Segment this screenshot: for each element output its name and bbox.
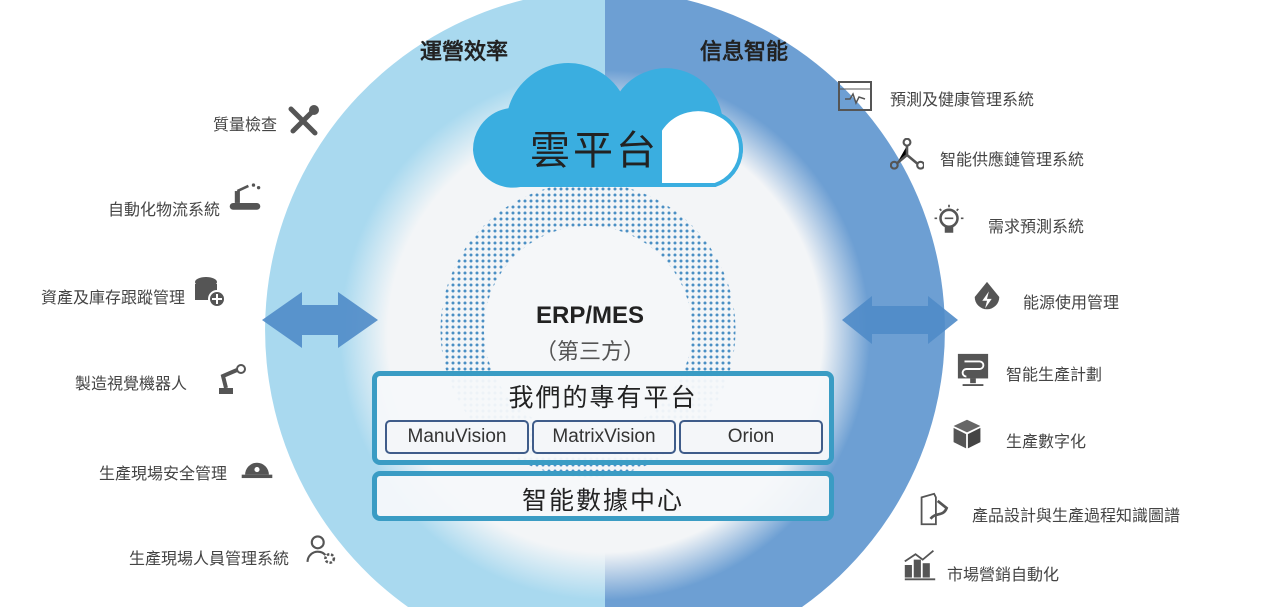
left-double-arrow bbox=[262, 292, 378, 348]
monitor-waveform-icon bbox=[838, 81, 872, 111]
right-item-production-planning: 智能生產計劃 bbox=[1006, 365, 1103, 384]
erp-mes-subtitle: （第三方） bbox=[534, 340, 645, 365]
cloud-platform-label: 雲平台 bbox=[530, 128, 659, 174]
right-item-prognostics-health: 預測及健康管理系統 bbox=[890, 90, 1035, 109]
network-nodes-icon bbox=[890, 138, 924, 170]
left-item-asset-inventory: 資產及庫存跟蹤管理 bbox=[40, 288, 185, 307]
cube-icon bbox=[953, 419, 981, 449]
right-item-production-digitalization: 生產數字化 bbox=[1006, 432, 1087, 451]
cloud-shape bbox=[472, 63, 743, 188]
tools-icon bbox=[288, 105, 319, 136]
left-item-vision-robot: 製造視覺機器人 bbox=[74, 374, 187, 393]
left-item-personnel-management: 生產現場人員管理系統 bbox=[128, 549, 289, 568]
data-center-box: 智能數據中心 bbox=[372, 471, 834, 521]
database-add-icon bbox=[195, 277, 226, 308]
right-item-marketing-automation: 市場營銷自動化 bbox=[947, 565, 1060, 584]
header-information-intelligence: 信息智能 bbox=[700, 40, 789, 65]
module-orion: Orion bbox=[679, 420, 823, 454]
erp-mes-title: ERP/MES bbox=[535, 302, 645, 329]
right-item-knowledge-graph: 產品設計與生產過程知識圖譜 bbox=[972, 506, 1181, 525]
conveyor-robot-icon bbox=[229, 183, 261, 210]
planning-board-icon bbox=[957, 353, 989, 386]
header-operational-efficiency: 運營效率 bbox=[420, 40, 509, 65]
left-item-automated-logistics: 自動化物流系統 bbox=[107, 200, 220, 219]
robot-arm-icon bbox=[219, 364, 246, 394]
user-gear-icon bbox=[306, 535, 336, 565]
left-item-quality-inspection: 質量檢查 bbox=[212, 115, 277, 134]
proprietary-platform-title: 我們的專有平台 bbox=[508, 383, 698, 412]
right-item-demand-forecast: 需求預測系統 bbox=[988, 217, 1085, 236]
design-document-icon bbox=[920, 492, 949, 526]
hard-hat-icon bbox=[241, 462, 273, 479]
module-manuvision: ManuVision bbox=[385, 420, 529, 454]
module-matrixvision: MatrixVision bbox=[532, 420, 676, 454]
bar-chart-growth-icon bbox=[904, 549, 936, 581]
left-item-site-safety: 生產現場安全管理 bbox=[98, 464, 227, 483]
right-item-supply-chain: 智能供應鏈管理系統 bbox=[940, 150, 1085, 169]
right-double-arrow bbox=[842, 296, 958, 344]
proprietary-platform-box: 我們的專有平台 ManuVision MatrixVision Orion bbox=[372, 371, 834, 465]
data-center-label: 智能數據中心 bbox=[521, 486, 684, 515]
lightbulb-icon bbox=[934, 204, 964, 233]
energy-drop-icon bbox=[974, 281, 1000, 310]
right-item-energy-management: 能源使用管理 bbox=[1023, 293, 1120, 312]
